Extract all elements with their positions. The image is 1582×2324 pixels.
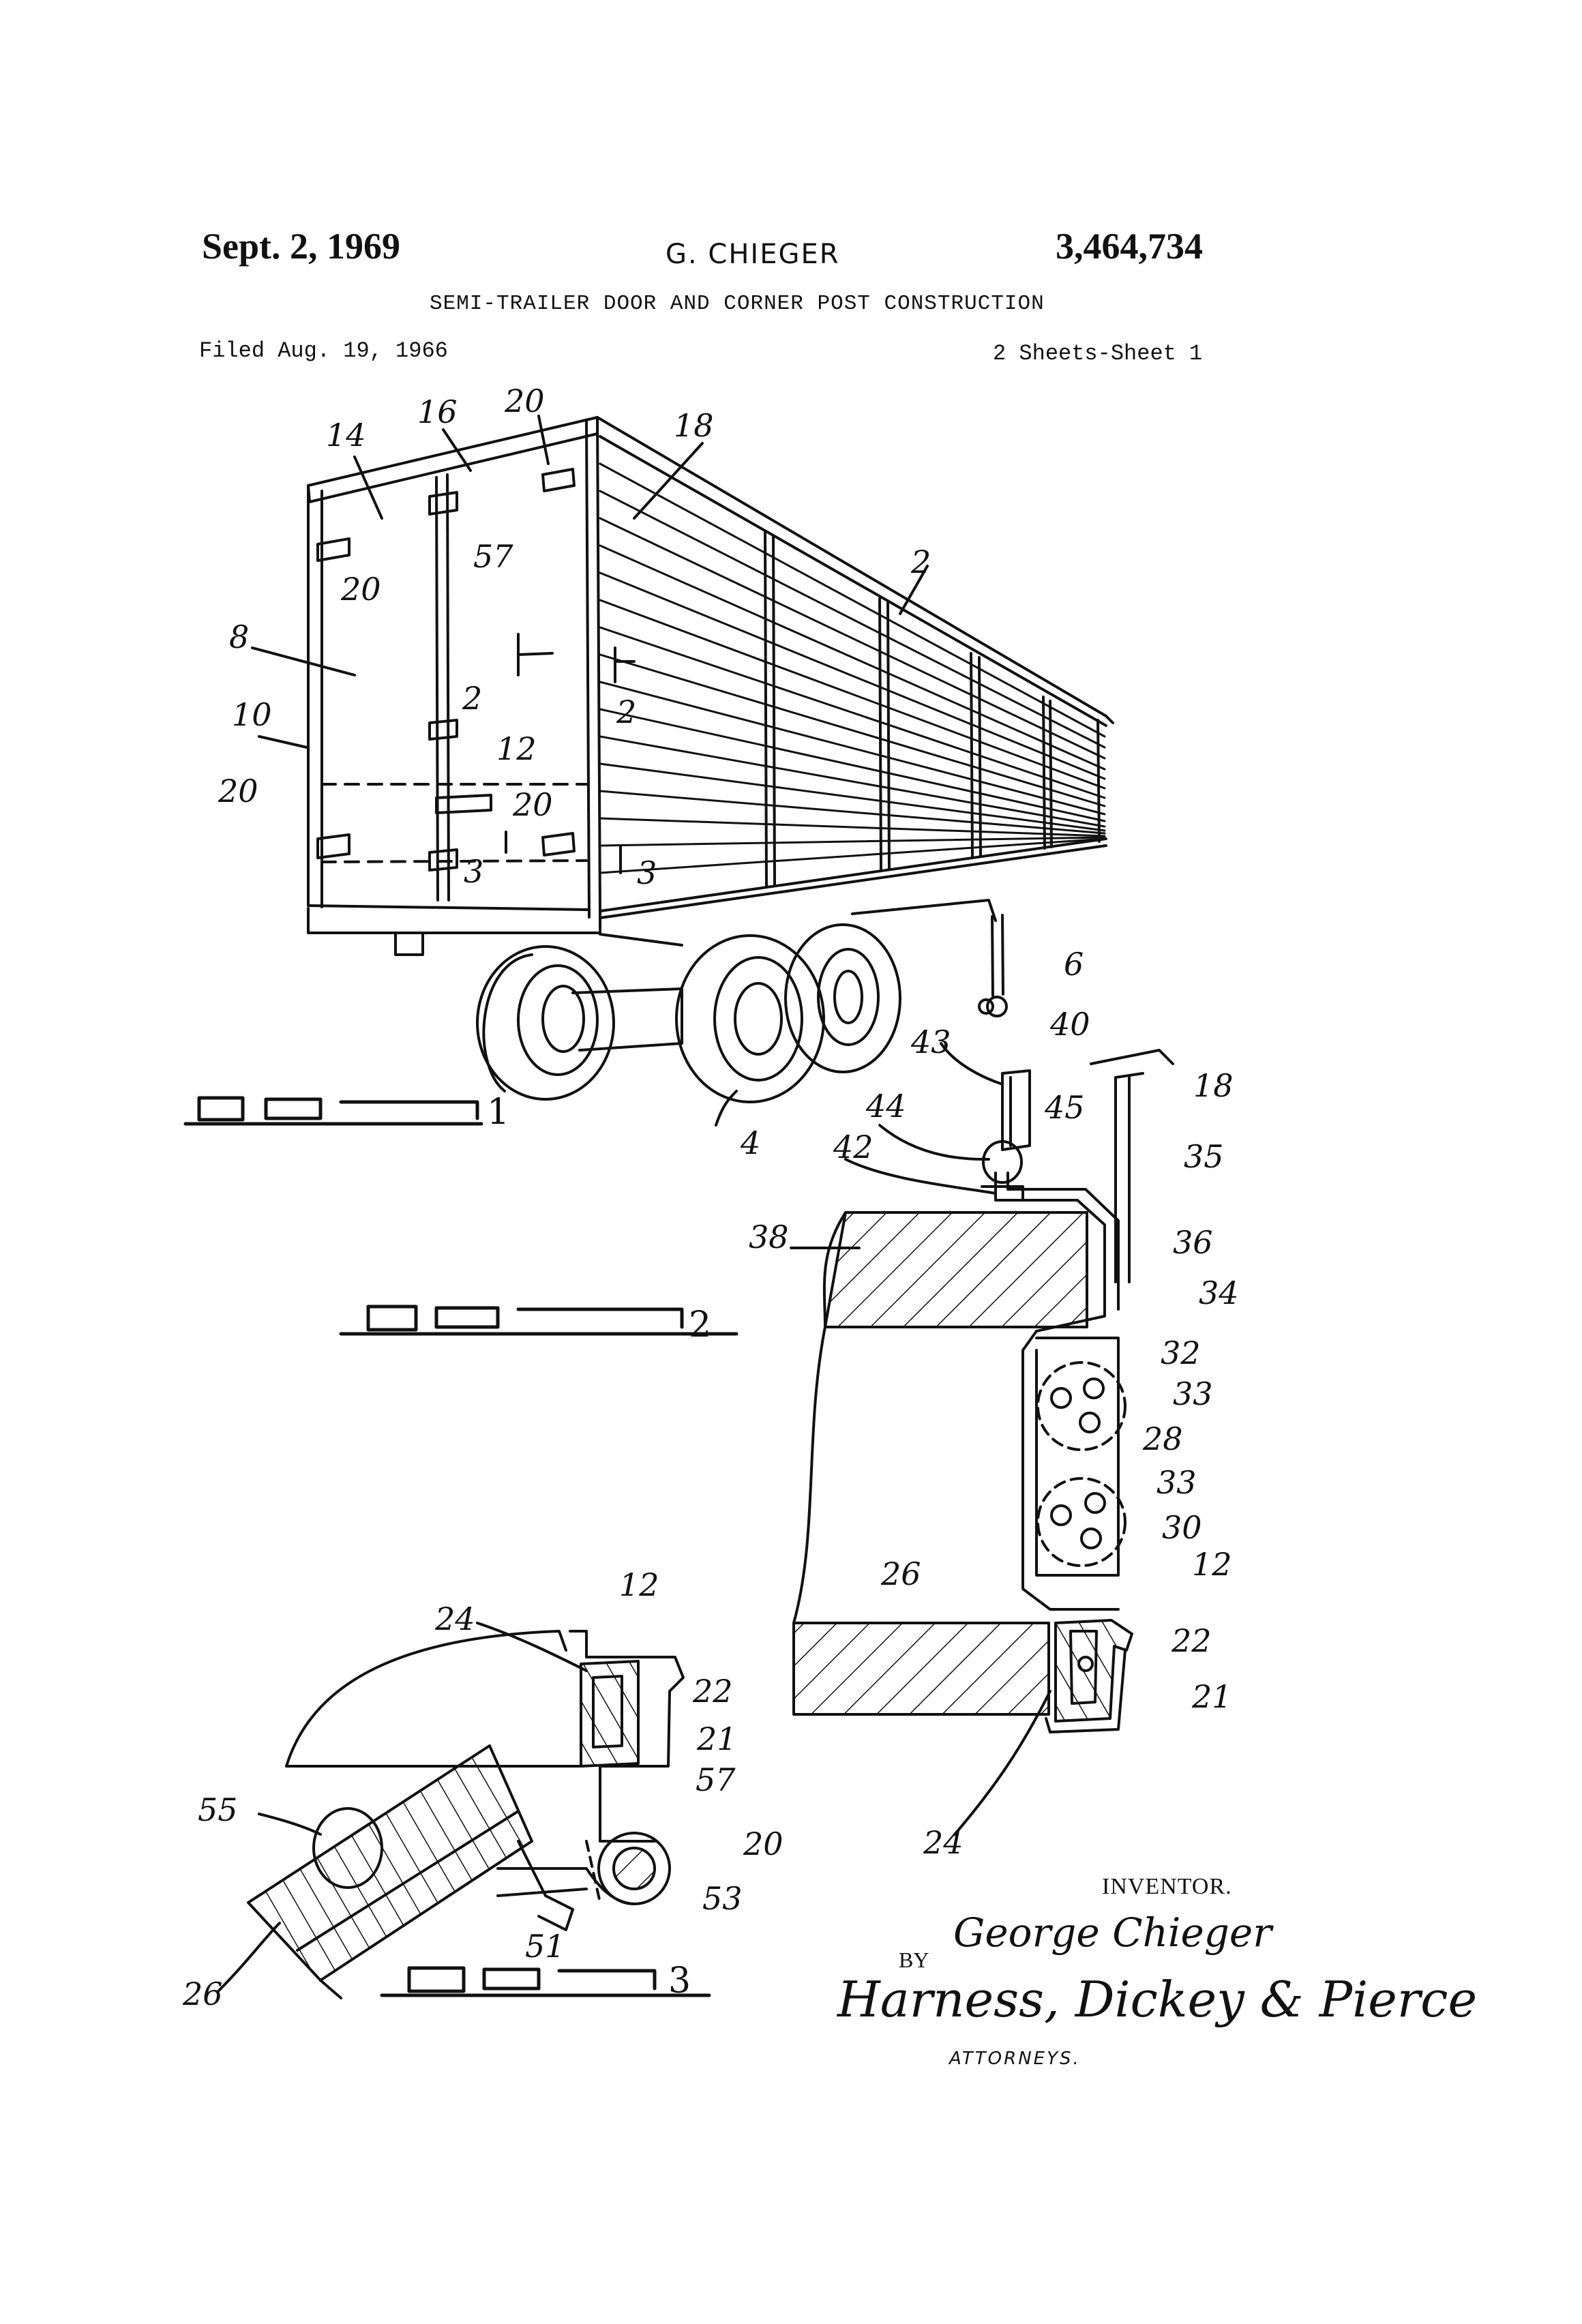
fig1-ref-16: 16: [417, 393, 458, 430]
fig3-ref-12: 12: [619, 1566, 659, 1603]
fig1-ref-20: 20: [504, 383, 545, 419]
fig1-ref-20: 20: [218, 773, 258, 809]
fig2-ref-12: 12: [1192, 1546, 1232, 1583]
fig1-label: 1: [185, 1092, 509, 1133]
fig1-ref-10: 10: [232, 696, 272, 733]
fig1-trailer-drawing: [308, 417, 1113, 1102]
fig3-number: 3: [668, 1961, 691, 2001]
fig3-ref-22: 22: [692, 1673, 733, 1710]
fig1-ref-3: 3: [637, 854, 657, 891]
fig1-ref-3: 3: [464, 853, 483, 890]
fig2-reference-numerals: 43 40 44 45 18 42 35 38 36 34 32 33 28 3…: [749, 1006, 1239, 1861]
fig3-label: 3: [382, 1961, 709, 2001]
fig1-ref-2: 2: [462, 680, 482, 717]
fig2-ref-32: 32: [1161, 1335, 1201, 1371]
fig3-ref-55: 55: [198, 1791, 238, 1828]
fig1-ref-57: 57: [473, 538, 513, 575]
fig1-ref-20: 20: [512, 786, 553, 823]
fig2-ref-18: 18: [1193, 1067, 1234, 1104]
fig2-ref-33: 33: [1156, 1464, 1197, 1501]
fig3-ref-26: 26: [182, 1976, 223, 2012]
fig2-label: 2: [341, 1305, 736, 1345]
fig2-ref-34: 34: [1199, 1275, 1239, 1311]
fig3-ref-20: 20: [743, 1826, 783, 1862]
fig3-ref-51: 51: [525, 1928, 565, 1965]
fig2-ref-21: 21: [1191, 1678, 1232, 1715]
by-label: BY: [899, 1948, 929, 1973]
fig1-ref-2: 2: [616, 694, 636, 730]
attorneys-label: ATTORNEYS.: [949, 2049, 1081, 2069]
fig2-ref-43: 43: [910, 1024, 951, 1060]
fig2-ref-38: 38: [749, 1219, 789, 1255]
fig1-number: 1: [487, 1092, 509, 1133]
fig1-ref-12: 12: [496, 730, 537, 767]
fig3-ref-57: 57: [696, 1761, 736, 1798]
fig2-ref-36: 36: [1173, 1224, 1213, 1261]
fig3-ref-21: 21: [696, 1720, 737, 1757]
inventor-label: INVENTOR.: [1102, 1874, 1232, 1900]
fig2-ref-44: 44: [865, 1088, 906, 1124]
fig2-ref-45: 45: [1044, 1089, 1085, 1126]
inventor-signature: George Chieger: [953, 1909, 1272, 1956]
fig2-ref-26: 26: [880, 1555, 921, 1592]
fig2-ref-33: 33: [1173, 1375, 1213, 1412]
fig1-ref-20: 20: [340, 571, 381, 608]
fig2-ref-42: 42: [833, 1129, 874, 1165]
fig2-ref-22: 22: [1171, 1622, 1212, 1659]
attorneys-signature: Harness, Dickey & Pierce: [837, 1971, 1477, 2028]
fig3-ref-53: 53: [702, 1880, 743, 1917]
fig1-ref-2: 2: [910, 543, 931, 580]
fig2-ref-40: 40: [1049, 1006, 1090, 1043]
fig3-section-drawing: [248, 1631, 683, 1998]
fig2-ref-30: 30: [1162, 1509, 1202, 1546]
fig1-ref-6: 6: [1064, 946, 1084, 983]
fig2-number: 2: [689, 1305, 711, 1345]
fig2-ref-28: 28: [1142, 1420, 1183, 1457]
fig1-ref-18: 18: [674, 407, 714, 444]
fig1-ref-14: 14: [326, 417, 366, 453]
fig1-ref-8: 8: [229, 619, 249, 655]
fig1-ref-4: 4: [740, 1124, 760, 1161]
fig3-ref-24: 24: [434, 1600, 475, 1637]
fig2-ref-35: 35: [1184, 1138, 1224, 1175]
